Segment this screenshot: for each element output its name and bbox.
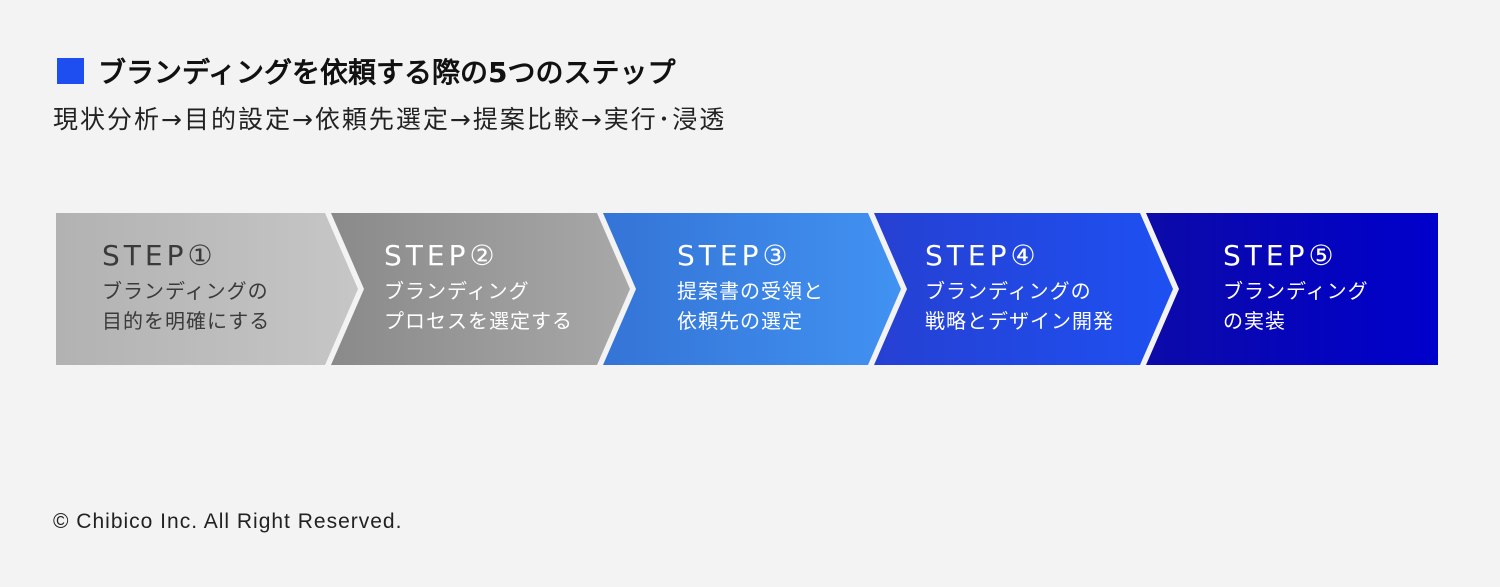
title-text: ブランディングを依頼する際の5つのステップ [98,56,676,89]
step-2-desc-line1: ブランディング [384,279,530,303]
step-3-label: STEP③ [677,239,792,272]
step-5-desc-line1: ブランディング [1223,279,1369,303]
step-2-arrow [331,213,630,365]
copyright-notice: © Chibico Inc. All Right Reserved. [53,510,403,533]
step-4: STEP④ ブランディングの 戦略とデザイン開発 [925,236,1114,336]
step-3-arrow [603,213,901,365]
step-3-desc-line1: 提案書の受領と [677,279,824,303]
step-1-desc-line1: ブランディングの [102,279,269,303]
diagram-title: ブランディングを依頼する際の5つのステップ [57,52,676,90]
step-1-desc-line2: 目的を明確にする [102,309,271,333]
step-5-arrow [1146,213,1438,365]
step-4-label: STEP④ [925,239,1040,272]
step-5-label: STEP⑤ [1223,239,1338,272]
step-2-desc-line2: プロセスを選定する [384,309,573,333]
blue-square-icon [57,58,84,84]
step-5-desc-line2: の実装 [1223,309,1286,333]
step-1-label: STEP① [102,239,217,272]
step-4-desc-line1: ブランディングの [925,279,1092,303]
step-1: STEP① ブランディングの 目的を明確にする [102,236,270,336]
step-5: STEP⑤ ブランディング の実装 [1223,236,1369,336]
step-4-arrow [874,213,1173,365]
step-3: STEP③ 提案書の受領と 依頼先の選定 [677,236,824,336]
step-2-label: STEP② [384,239,499,272]
step-4-desc-line2: 戦略とデザイン開発 [925,309,1114,333]
step-3-desc-line2: 依頼先の選定 [677,309,803,333]
process-summary: 現状分析→目的設定→依頼先選定→提案比較→実行･浸透 [53,105,727,134]
step-1-arrow [56,213,358,365]
step-2: STEP② ブランディング プロセスを選定する [384,236,573,336]
